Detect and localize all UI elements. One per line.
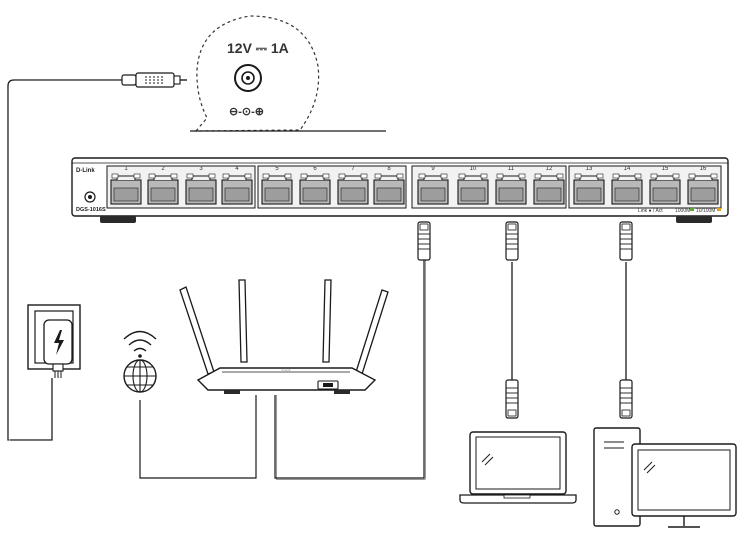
port-led — [244, 173, 252, 179]
router-brand-label: D-Link — [282, 368, 291, 372]
port-led — [458, 173, 466, 179]
port-led — [688, 173, 696, 179]
switch-model-label: DGS-1016S — [76, 207, 106, 213]
ethernet-port-5[interactable] — [261, 173, 293, 205]
port-number-12: 12 — [546, 166, 553, 172]
ethernet-plug-icon — [619, 379, 633, 419]
port-number-6: 6 — [313, 166, 317, 172]
ethernet-plugs — [417, 221, 633, 419]
port-number-2: 2 — [161, 166, 165, 172]
port-led — [418, 173, 426, 179]
port-led — [574, 173, 582, 179]
port-number-14: 14 — [624, 166, 631, 172]
ethernet-port-11[interactable] — [495, 173, 527, 205]
port-number-10: 10 — [470, 166, 477, 172]
port-number-1: 1 — [124, 166, 128, 172]
port-led — [133, 173, 141, 179]
dc-plug-icon — [121, 72, 187, 88]
switch-power-jack[interactable] — [84, 191, 96, 203]
port-led — [672, 173, 680, 179]
ethernet-port-6[interactable] — [299, 173, 331, 205]
port-led — [710, 173, 718, 179]
port-led — [518, 173, 526, 179]
port-number-9: 9 — [431, 166, 435, 172]
power-adapter-icon — [27, 304, 81, 378]
power-spec-label: 12V ⎓ 1A — [227, 40, 289, 56]
ethernet-port-15[interactable] — [649, 173, 681, 205]
port-led — [634, 173, 642, 179]
port-number-4: 4 — [235, 166, 239, 172]
port-number-13: 13 — [586, 166, 593, 172]
port-number-8: 8 — [387, 166, 391, 172]
ethernet-port-3[interactable] — [185, 173, 217, 205]
network-switch: D-Link DGS-1016S 1 2 3 4 5 6 7 8 9 10 11… — [71, 157, 729, 223]
port-led — [300, 173, 308, 179]
port-number-5: 5 — [275, 166, 279, 172]
port-led — [440, 173, 448, 179]
port-number-15: 15 — [662, 166, 669, 172]
ethernet-plug-icon — [417, 221, 431, 261]
internet-cable — [139, 395, 257, 479]
globe-icon — [123, 359, 157, 393]
port-led — [208, 173, 216, 179]
ethernet-port-2[interactable] — [147, 173, 179, 205]
port-led — [534, 173, 542, 179]
ethernet-port-12[interactable] — [533, 173, 565, 205]
wifi-icon — [123, 330, 157, 358]
switch-port-labels: 1 2 3 4 5 6 7 8 9 10 11 12 13 14 15 16 — [124, 166, 707, 172]
ethernet-port-4[interactable] — [221, 173, 253, 205]
port-led — [360, 173, 368, 179]
port-led — [650, 173, 658, 179]
port-led — [262, 173, 270, 179]
legend-10-100m: 10/100M — [696, 208, 715, 214]
port-led — [148, 173, 156, 179]
ethernet-port-13[interactable] — [573, 173, 605, 205]
switch-brand-label: D-Link — [76, 168, 95, 174]
port-led — [284, 173, 292, 179]
ethernet-plug-icon — [505, 221, 519, 261]
port-number-11: 11 — [508, 166, 515, 172]
switch-ports — [110, 173, 719, 205]
port-led — [496, 173, 504, 179]
port-led — [556, 173, 564, 179]
ethernet-port-1[interactable] — [110, 173, 142, 205]
port-led — [322, 173, 330, 179]
port-led — [111, 173, 119, 179]
ethernet-port-7[interactable] — [337, 173, 369, 205]
legend-link-act: Link ● / Act — [638, 208, 663, 214]
ethernet-port-10[interactable] — [457, 173, 489, 205]
port-led — [170, 173, 178, 179]
led-amber-swatch — [717, 208, 721, 211]
laptop-icon — [459, 431, 577, 504]
port-led — [338, 173, 346, 179]
ethernet-port-9[interactable] — [417, 173, 449, 205]
ethernet-port-14[interactable] — [611, 173, 643, 205]
legend-1000m: 1000M — [675, 208, 690, 214]
port-led — [374, 173, 382, 179]
port-number-3: 3 — [199, 166, 203, 172]
dc-power-callout: 12V ⎓ 1A ⊖-⊙-⊕ — [190, 15, 386, 132]
router-uplink-cable — [274, 260, 426, 480]
ethernet-plug-icon — [505, 379, 519, 419]
ethernet-port-16[interactable] — [687, 173, 719, 205]
led-green-swatch — [690, 208, 694, 211]
port-led — [480, 173, 488, 179]
router-icon: D-Link — [179, 279, 389, 394]
ethernet-plug-icon — [619, 221, 633, 261]
port-led — [186, 173, 194, 179]
switch-led-legend: Link ● / Act 1000M 10/100M — [638, 208, 721, 214]
dc-jack-icon — [234, 64, 262, 92]
port-led — [612, 173, 620, 179]
port-number-16: 16 — [700, 166, 707, 172]
port-led — [396, 173, 404, 179]
polarity-symbol: ⊖-⊙-⊕ — [229, 106, 264, 118]
desktop-icon — [593, 427, 737, 528]
ethernet-port-8[interactable] — [373, 173, 405, 205]
power-cable — [7, 72, 187, 442]
port-number-7: 7 — [351, 166, 355, 172]
port-led — [222, 173, 230, 179]
port-led — [596, 173, 604, 179]
